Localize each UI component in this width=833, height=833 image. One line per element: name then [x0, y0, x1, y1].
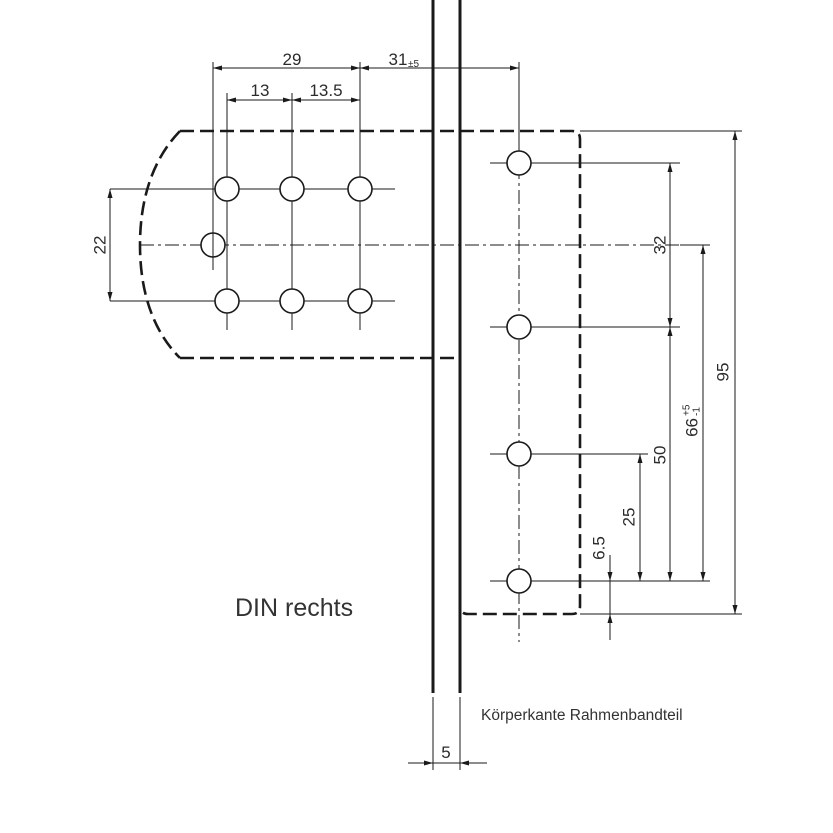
dimension-label-66-group: 66 +5 -1: [682, 404, 703, 437]
dimension-label-31: 31: [389, 50, 408, 69]
dimension-label-50: 50: [651, 446, 670, 465]
right-leaf-extension-lines: [490, 130, 742, 615]
dimension-label-66: 66: [683, 418, 702, 437]
dimension-label-95: 95: [714, 363, 733, 382]
hole: [347, 288, 373, 314]
dimension-label-66-lower-tolerance: -1: [692, 407, 703, 416]
dimension-label-13-5: 13.5: [309, 81, 342, 100]
dimension-label-66-upper-tolerance: +5: [682, 404, 693, 416]
left-leaf-holes: [200, 176, 373, 314]
dimension-label-5: 5: [441, 743, 450, 762]
right-leaf-outline: [458, 129, 582, 616]
dimension-label-6-5: 6.5: [590, 536, 609, 560]
hole: [506, 314, 532, 340]
right-leaf-holes: [506, 150, 532, 594]
edge-note: Körperkante Rahmenbandteil: [481, 707, 683, 724]
hole: [279, 176, 305, 202]
dimension-label-32: 32: [651, 236, 670, 255]
dimension-label-31-tolerance: ±5: [408, 59, 419, 70]
dimension-label-22: 22: [91, 236, 110, 255]
hole: [506, 441, 532, 467]
dimension-line-5: [408, 697, 487, 770]
dimension-label-13: 13: [251, 81, 270, 100]
hole: [506, 568, 532, 594]
dimension-label-29: 29: [283, 50, 302, 69]
hole: [279, 288, 305, 314]
side-label: DIN rechts: [235, 594, 353, 622]
hole: [214, 288, 240, 314]
hole: [506, 150, 532, 176]
hole: [214, 176, 240, 202]
hole: [347, 176, 373, 202]
dimension-label-25: 25: [620, 508, 639, 527]
